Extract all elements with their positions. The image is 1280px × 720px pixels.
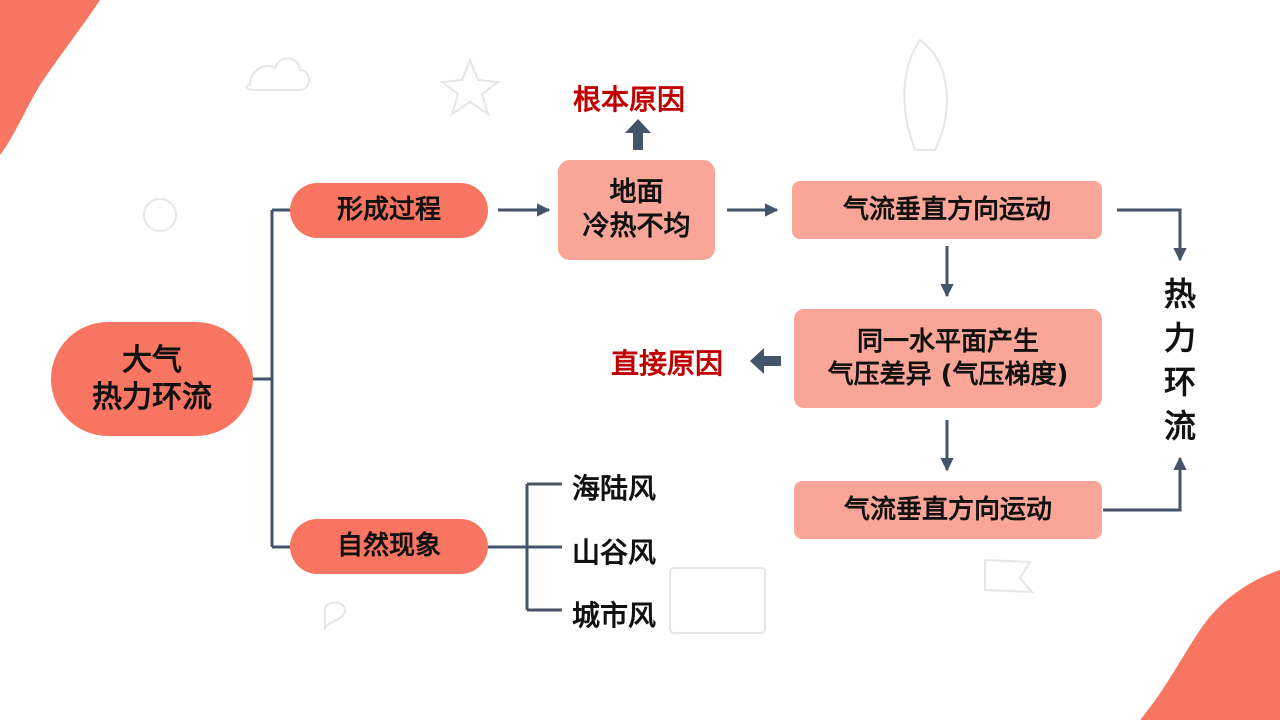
cycle-char-3: 环	[1163, 363, 1196, 401]
cycle-char-2: 力	[1163, 319, 1196, 357]
main-topic-line2: 热力环流	[92, 380, 212, 415]
vertical-motion-bottom-label: 气流垂直方向运动	[843, 494, 1052, 525]
branch-formation-label: 形成过程	[336, 195, 441, 226]
ground-heating-line2: 冷热不均	[582, 211, 691, 242]
branch-formation: 形成过程	[290, 183, 488, 238]
pressure-difference-line2: 气压差异 (气压梯度)	[827, 359, 1069, 390]
phenomenon-valley-breeze: 山谷风	[572, 536, 657, 569]
root-cause-label: 根本原因	[573, 83, 686, 116]
arrow-bottom-to-cycle	[1103, 456, 1187, 512]
vertical-motion-top-node: 气流垂直方向运动	[792, 181, 1102, 239]
main-topic-node: 大气 热力环流	[51, 322, 253, 436]
ground-heating-line1: 地面	[609, 177, 664, 209]
main-topic-line1: 大气	[122, 342, 182, 378]
faint-doodles	[143, 38, 1035, 634]
main-bracket	[252, 208, 290, 549]
cycle-char-4: 流	[1163, 407, 1196, 445]
pressure-difference-line1: 同一水平面产生	[856, 327, 1039, 357]
top-left-corner-blob	[0, 0, 100, 155]
branch-phenomena: 自然现象	[290, 519, 488, 574]
branch-phenomena-label: 自然现象	[336, 531, 441, 562]
ground-heating-node: 地面 冷热不均	[558, 160, 715, 260]
direct-cause-label: 直接原因	[611, 347, 724, 380]
thermal-circulation-vertical-label: 热 力 环 流	[1160, 272, 1200, 448]
pressure-difference-node: 同一水平面产生 气压差异 (气压梯度)	[794, 309, 1102, 408]
phenomenon-sea-land-breeze: 海陆风	[572, 472, 657, 505]
phenomena-bracket	[488, 482, 562, 612]
vertical-motion-bottom-node: 气流垂直方向运动	[794, 481, 1102, 539]
arrow-up-root-cause	[625, 119, 651, 150]
bottom-right-corner-blob	[1140, 570, 1280, 720]
phenomenon-urban-breeze: 城市风	[572, 599, 657, 632]
cycle-char-1: 热	[1163, 275, 1196, 313]
arrow-left-direct-cause	[750, 348, 781, 374]
arrow-top-to-cycle	[1117, 208, 1187, 262]
vertical-motion-top-label: 气流垂直方向运动	[842, 194, 1051, 225]
